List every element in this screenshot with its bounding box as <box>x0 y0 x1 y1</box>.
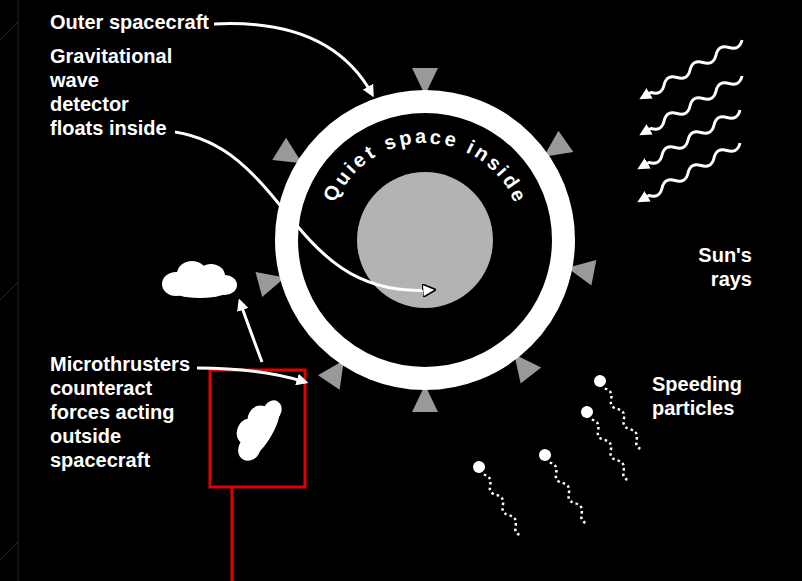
thrusters <box>255 68 596 412</box>
sun-ray <box>638 107 742 171</box>
sun-ray <box>640 37 744 101</box>
frame-line <box>0 542 18 560</box>
exhaust-cloud <box>225 391 288 466</box>
part-label: Speeding particles <box>652 372 762 420</box>
callout-arrow <box>240 302 262 362</box>
part-label: Gravitational wave detector floats insid… <box>50 44 178 140</box>
exhaust-cloud <box>162 261 237 298</box>
particle <box>537 447 554 464</box>
shell-ring <box>287 102 564 379</box>
callout-arrow <box>214 24 372 94</box>
callout-arrow <box>197 368 305 382</box>
particle-trail <box>602 387 645 451</box>
particle <box>471 459 488 476</box>
part-label: Outer spacecraft <box>50 10 222 34</box>
detector-sphere <box>357 172 493 308</box>
frame-line <box>0 22 18 40</box>
label-glyph: a <box>414 125 426 147</box>
part-label: Sun's rays <box>662 243 752 291</box>
frame-line <box>18 0 19 581</box>
part-label: Microthrusters counteract forces acting … <box>50 352 208 472</box>
curved-label: Quiet space inside <box>275 90 575 390</box>
particle-trail <box>589 418 632 482</box>
label-glyph: c <box>429 125 442 148</box>
spacecraft-shell: Quiet space inside <box>275 90 575 390</box>
label-glyph: p <box>397 126 413 150</box>
label-glyph: e <box>442 127 458 151</box>
highlight-box <box>210 370 305 487</box>
particles <box>471 373 648 539</box>
particle-trail <box>481 473 524 537</box>
background-lines <box>0 0 18 581</box>
sun-ray <box>640 73 744 137</box>
sun-ray <box>638 140 742 204</box>
sun-rays <box>638 37 744 204</box>
highlight-line <box>231 487 234 581</box>
particle <box>592 373 609 390</box>
label-glyph: s <box>381 130 399 154</box>
particle-trail <box>547 461 590 525</box>
particle <box>579 404 596 421</box>
frame-line <box>0 282 18 300</box>
